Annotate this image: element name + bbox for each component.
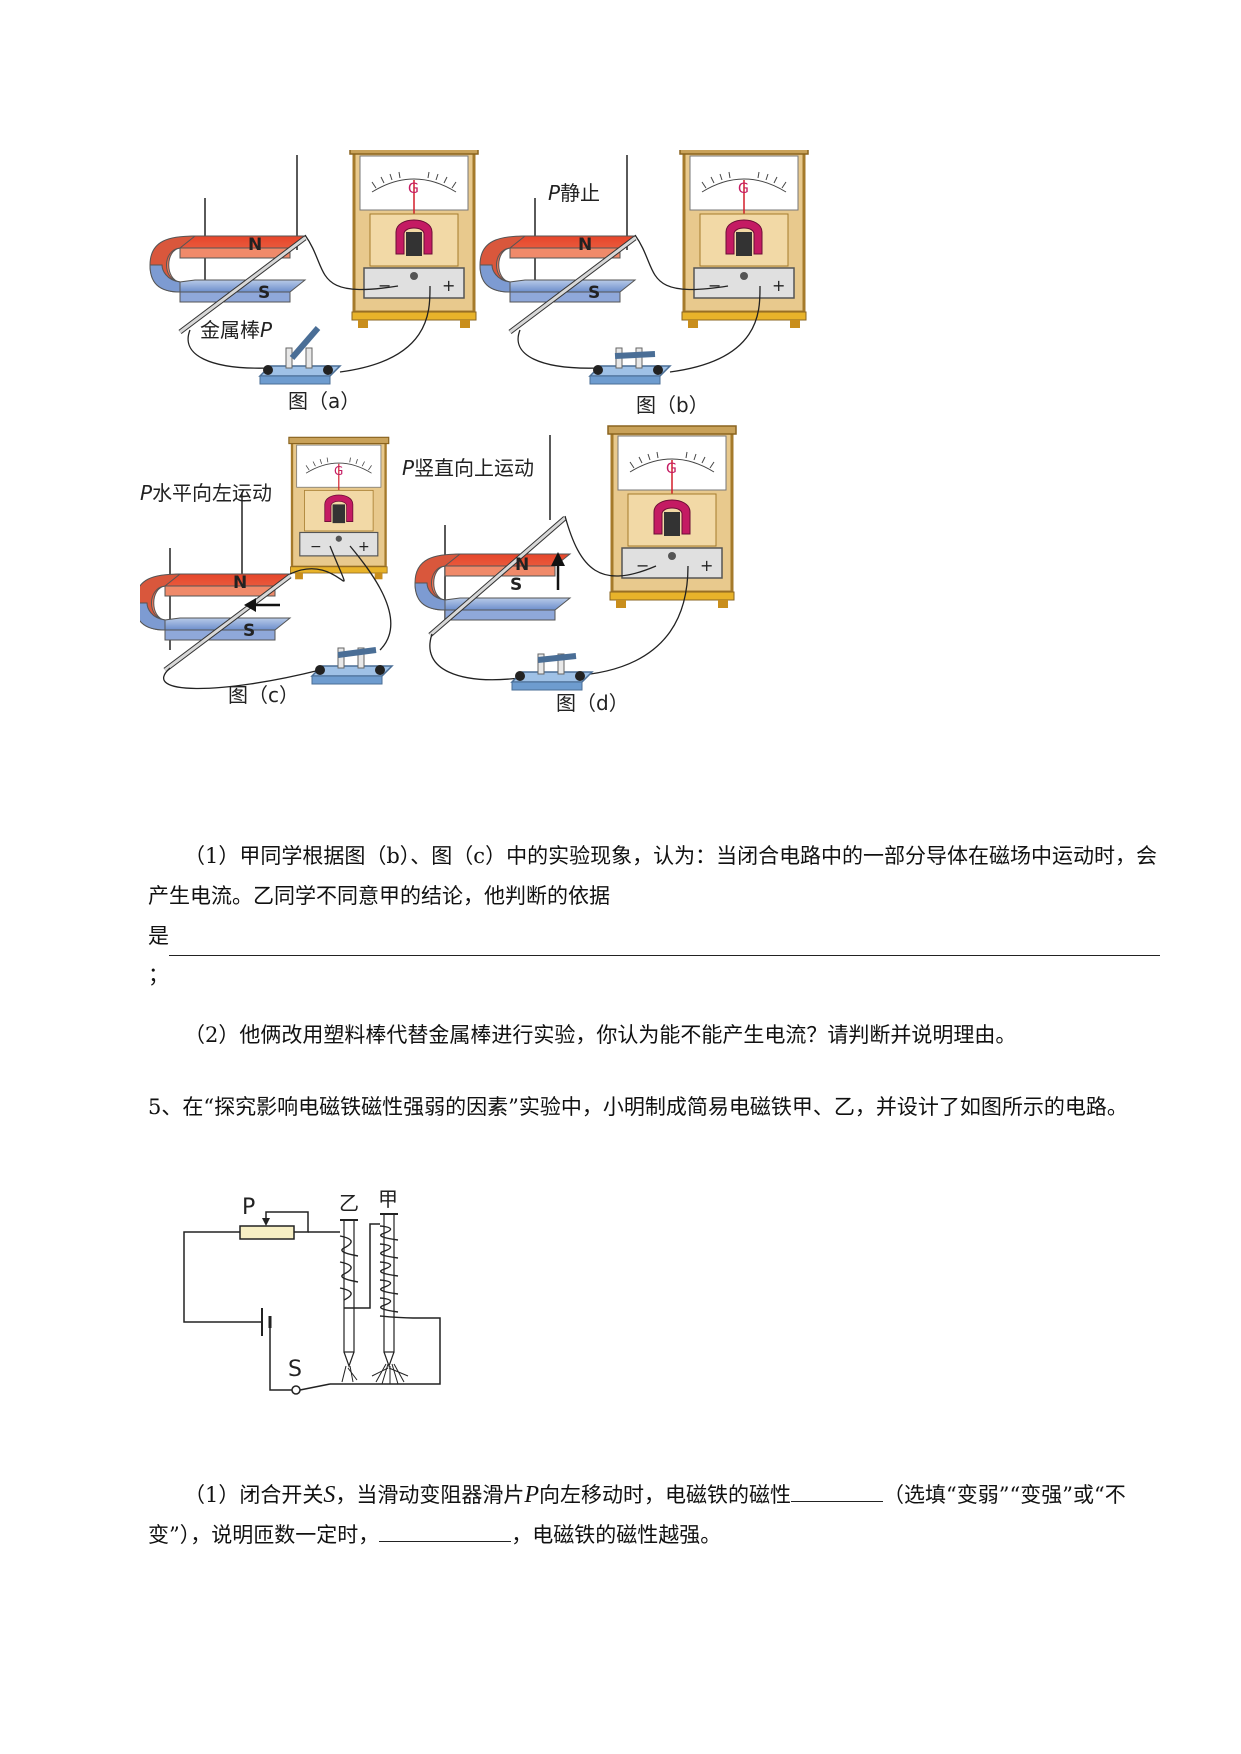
q5-stem-text: 5、在“探究影响电磁铁磁性强弱的因素”实验中，小明制成简易电磁铁甲、乙，并设计了… <box>148 1095 1128 1119</box>
nail-yi-label: 乙 <box>339 1191 359 1215</box>
pole-s-label: S <box>588 283 600 303</box>
p-static-label: P静止 <box>548 181 600 205</box>
p-left-label: P水平向左运动 <box>140 481 272 505</box>
p-up-label: P竖直向上运动 <box>402 456 534 480</box>
plus-terminal-label: + <box>442 276 455 295</box>
plus-terminal-label: + <box>700 556 713 575</box>
pole-s-label: S <box>258 283 270 303</box>
q5-part1-a: （1）闭合开关 <box>184 1483 324 1507</box>
pole-n-label: N <box>233 573 247 593</box>
q4-part1-text: （1）甲同学根据图（b）、图（c）中的实验现象，认为：当闭合电路中的一部分导体在… <box>148 844 1158 908</box>
q5-part1-d: （选填“变弱”“变强”或“不变”），说明匝数一定时， <box>148 1483 1126 1547</box>
caption-a: 图（a） <box>288 389 360 413</box>
meter-g-label: G <box>334 464 343 478</box>
q4-part2-text: （2）他俩改用塑料棒代替金属棒进行实验，你认为能不能产生电流？请判断并说明理由。 <box>184 1023 1017 1047</box>
slider-p-label: P <box>242 1195 255 1220</box>
experiment-d: N S P竖直向上运动 G − + 图（d） <box>402 424 738 715</box>
nail-jia-label: 甲 <box>378 1190 398 1211</box>
minus-terminal-label: − <box>708 276 721 295</box>
meter-g-label: G <box>666 461 677 477</box>
q5-blank-1[interactable] <box>791 1479 884 1502</box>
pole-s-label: S <box>243 621 255 641</box>
q4-part2: （2）他俩改用塑料棒代替金属棒进行实验，你认为能不能产生电流？请判断并说明理由。 <box>148 1015 1160 1055</box>
plus-terminal-label: + <box>772 276 785 295</box>
q4-answer-blank[interactable] <box>169 927 1160 956</box>
q4-part1-end-text: ； <box>148 963 169 987</box>
meter-g-label: G <box>738 181 749 197</box>
q5-part1-b: ，当滑动变阻器滑片 <box>335 1483 525 1507</box>
q5-part1: （1）闭合开关S，当滑动变阻器滑片P向左移动时，电磁铁的磁性（选填“变弱”“变强… <box>148 1475 1160 1555</box>
q5-part1-c: 向左移动时，电磁铁的磁性 <box>539 1483 792 1507</box>
q4-part1-answer-line: 是 <box>148 916 1160 956</box>
pole-n-label: N <box>578 235 592 255</box>
switch-s-label: S <box>288 1357 302 1382</box>
q4-part1-end: ； <box>148 955 1160 995</box>
slider-p-ref: P <box>524 1482 540 1508</box>
pole-n-label: N <box>248 235 262 255</box>
minus-terminal-label: − <box>310 539 322 555</box>
plus-terminal-label: + <box>358 539 370 555</box>
q4-part1-tail: 是 <box>148 924 169 948</box>
minus-terminal-label: − <box>378 276 391 295</box>
caption-b: 图（b） <box>636 393 709 417</box>
q5-blank-2[interactable] <box>379 1519 512 1542</box>
induction-experiments-figure: N S G − + 金属棒P 图（a） N S P静止 G − + 图（b） <box>140 150 810 715</box>
experiment-b: N S P静止 G − + 图（b） <box>479 150 810 417</box>
pole-s-label: S <box>510 575 522 595</box>
electromagnet-circuit-figure: S P 乙 甲 <box>183 1190 441 1395</box>
rod-label: 金属棒P <box>200 318 273 342</box>
experiment-a: N S G − + 金属棒P 图（a） <box>149 150 480 413</box>
caption-d: 图（d） <box>556 691 629 715</box>
switch-s-ref: S <box>323 1482 336 1508</box>
q4-part1: （1）甲同学根据图（b）、图（c）中的实验现象，认为：当闭合电路中的一部分导体在… <box>148 836 1160 916</box>
meter-g-label: G <box>408 181 419 197</box>
caption-c: 图（c） <box>228 683 299 707</box>
experiment-c: N S P水平向左运动 G − + 图（c） <box>140 436 393 707</box>
q5-part1-e: ，电磁铁的磁性越强。 <box>511 1523 722 1547</box>
q5-stem: 5、在“探究影响电磁铁磁性强弱的因素”实验中，小明制成简易电磁铁甲、乙，并设计了… <box>148 1087 1160 1127</box>
pole-n-label: N <box>515 555 529 575</box>
